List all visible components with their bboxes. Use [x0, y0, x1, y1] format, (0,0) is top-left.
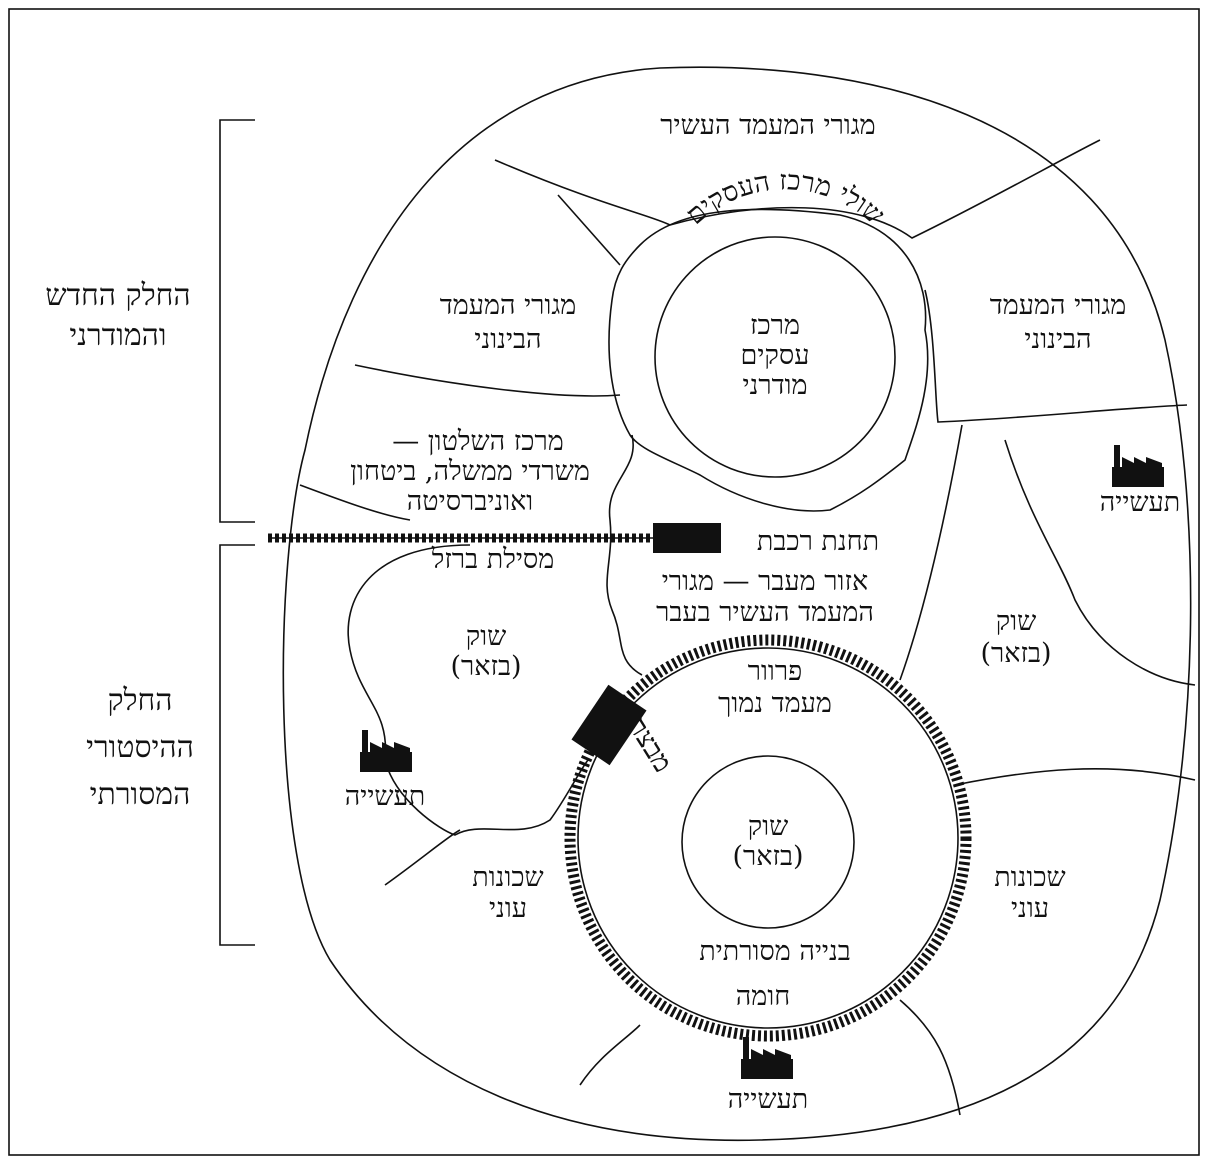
middle-class-left-line1: מגורי המעמד — [440, 290, 577, 321]
cbd-fringe-boundary — [608, 208, 929, 512]
diagram-frame — [8, 8, 1200, 1156]
government-label-line3: ואוניברסיטה — [407, 486, 533, 517]
industry-bottom-label: תעשייה — [728, 1084, 809, 1115]
rich-residence-label: מגורי המעמד העשיר — [660, 110, 875, 141]
divider-right-lower — [954, 768, 1196, 786]
government-label-line2: משרדי ממשלה, ביטחון — [350, 456, 590, 487]
market-left-boundary — [347, 544, 589, 836]
cbd-fringe-label-path: שולי מרכז העסקים — [680, 165, 890, 231]
train-station-block — [653, 523, 721, 553]
slums-right-line2: עוני — [1011, 893, 1049, 924]
transition-zone-edge — [606, 434, 643, 676]
factory-icon-bottom — [741, 1037, 793, 1079]
transition-zone-line2: המעמד העשיר בעבר — [656, 597, 874, 628]
slums-bottom-right — [899, 999, 961, 1116]
railway-label: מסילת ברזל — [431, 544, 555, 575]
middle-class-right-line1: מגורי המעמד — [990, 290, 1127, 321]
historic-part-label-line2: ההיסטורי — [86, 730, 194, 765]
train-station-label: תחנת רכבת — [757, 526, 879, 557]
traditional-building-label: בנייה מסורתית — [699, 936, 851, 967]
cbd-label-line3: מודרני — [742, 370, 807, 401]
modern-part-label-line1: החלק החדש — [45, 278, 190, 313]
market-left-line2: (בזאר) — [450, 651, 521, 682]
government-label-line1: מרכז השלטון — — [392, 426, 564, 457]
factory-icon-left — [360, 730, 412, 772]
fortress-block — [571, 684, 647, 766]
divider-transition-right — [899, 424, 963, 681]
rich-zone-boundary — [494, 139, 1101, 239]
city-boundary — [282, 66, 1192, 1142]
divider-left-middle — [354, 364, 621, 397]
market-center-line2: (בזאר) — [732, 841, 803, 872]
market-left-line1: שוק — [466, 621, 506, 652]
market-right-line2: (בזאר) — [980, 638, 1051, 669]
middle-class-left-line2: הבינוני — [474, 324, 541, 355]
divider-right-middle — [924, 289, 1188, 423]
suburb-label-line1: פרוור — [748, 656, 803, 687]
divider-left-upper — [557, 194, 621, 266]
cbd-label-line2: עסקים — [740, 340, 809, 371]
divider-industry-right — [1004, 439, 1196, 686]
cbd-circle — [654, 236, 896, 478]
modern-part-label-line2: והמודרני — [69, 318, 166, 353]
suburb-label-line2: מעמד נמוך — [718, 688, 832, 719]
historic-part-bracket — [219, 544, 255, 946]
industry-left-label: תעשייה — [345, 781, 426, 812]
slums-left-line2: עוני — [489, 893, 527, 924]
wall-label: חומה — [736, 981, 790, 1012]
market-center-line1: שוק — [748, 811, 788, 842]
wall-inner-line — [577, 647, 959, 1029]
historic-part-label-line3: המסורתי — [90, 777, 191, 812]
slums-bottom-left — [579, 1024, 641, 1086]
divider-gov-lower — [299, 484, 411, 521]
cbd-label-line1: מרכז — [750, 310, 800, 341]
factory-icon-right — [1112, 445, 1164, 487]
central-market-circle — [681, 755, 855, 929]
cbd-fringe-label: שולי מרכז העסקים — [680, 165, 890, 231]
modern-part-bracket — [219, 119, 255, 523]
middle-class-right-line2: הבינוני — [1024, 324, 1091, 355]
slums-left-line1: שכונות — [472, 862, 543, 893]
city-wall — [564, 634, 972, 1042]
market-right-line1: שוק — [996, 606, 1036, 637]
historic-part-label-line1: החלק — [107, 683, 172, 718]
transition-zone-line1: אזור מעבר — מגורי — [662, 566, 868, 597]
slums-left-boundary — [384, 829, 461, 886]
slums-right-line1: שכונות — [994, 862, 1065, 893]
industry-right-label: תעשייה — [1100, 487, 1181, 518]
